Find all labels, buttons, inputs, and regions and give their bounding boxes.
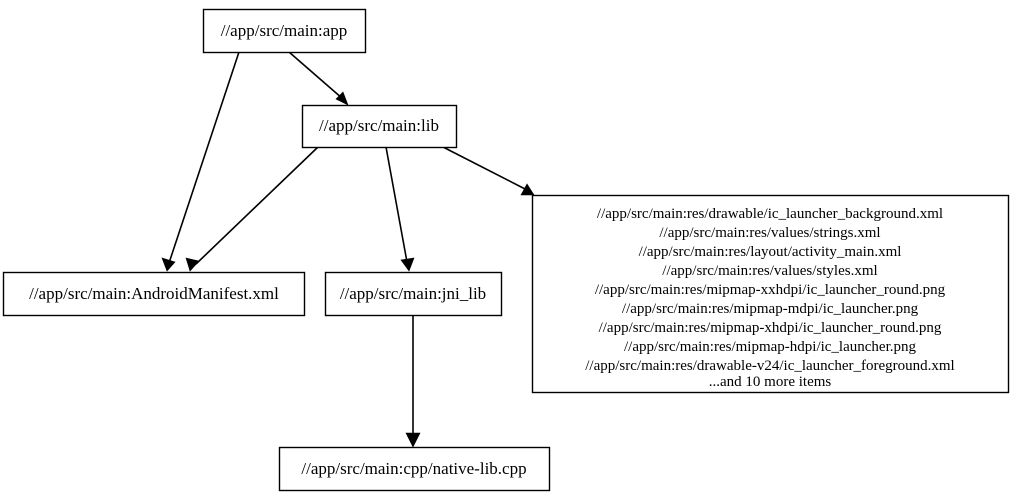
edge-lib-to-res-files	[442, 146, 535, 196]
graph-edges	[161, 51, 535, 448]
node-app[interactable]: //app/src/main:app	[202, 8, 367, 54]
graph-nodes: //app/src/main:app //app/src/main:lib //…	[2, 8, 1010, 492]
node-lib-label: //app/src/main:lib	[319, 116, 439, 135]
edge-lib-to-jni-lib	[385, 146, 415, 272]
node-native-lib-cpp[interactable]: //app/src/main:cpp/native-lib.cpp	[278, 446, 551, 492]
res-files-line-4: //app/src/main:res/values/styles.xml	[662, 263, 877, 279]
res-files-line-5: //app/src/main:res/mipmap-xxhdpi/ic_laun…	[595, 282, 946, 298]
res-files-line-7: //app/src/main:res/mipmap-xhdpi/ic_launc…	[599, 320, 942, 336]
res-files-line-6: //app/src/main:res/mipmap-mdpi/ic_launch…	[622, 301, 919, 317]
node-jni-lib[interactable]: //app/src/main:jni_lib	[324, 271, 503, 317]
res-files-line-8: //app/src/main:res/mipmap-hdpi/ic_launch…	[624, 339, 917, 355]
node-android-manifest-label: //app/src/main:AndroidManifest.xml	[29, 284, 279, 303]
edge-jni-lib-to-native-lib	[405, 315, 421, 448]
res-files-line-3: //app/src/main:res/layout/activity_main.…	[639, 244, 902, 260]
res-files-line-9: //app/src/main:res/drawable-v24/ic_launc…	[585, 358, 954, 374]
node-app-label: //app/src/main:app	[221, 21, 348, 40]
res-files-line-1: //app/src/main:res/drawable/ic_launcher_…	[597, 206, 943, 222]
edge-lib-to-manifest	[185, 146, 319, 272]
node-jni-lib-label: //app/src/main:jni_lib	[340, 284, 486, 303]
node-res-files-cluster[interactable]: //app/src/main:res/drawable/ic_launcher_…	[531, 194, 1010, 394]
res-files-line-2: //app/src/main:res/values/strings.xml	[659, 225, 880, 241]
edge-app-to-manifest	[161, 51, 240, 272]
node-native-lib-cpp-label: //app/src/main:cpp/native-lib.cpp	[301, 459, 526, 478]
node-lib[interactable]: //app/src/main:lib	[301, 104, 458, 149]
res-files-line-10: ...and 10 more items	[709, 374, 832, 390]
edge-app-to-lib	[288, 51, 349, 106]
node-android-manifest[interactable]: //app/src/main:AndroidManifest.xml	[2, 271, 306, 317]
